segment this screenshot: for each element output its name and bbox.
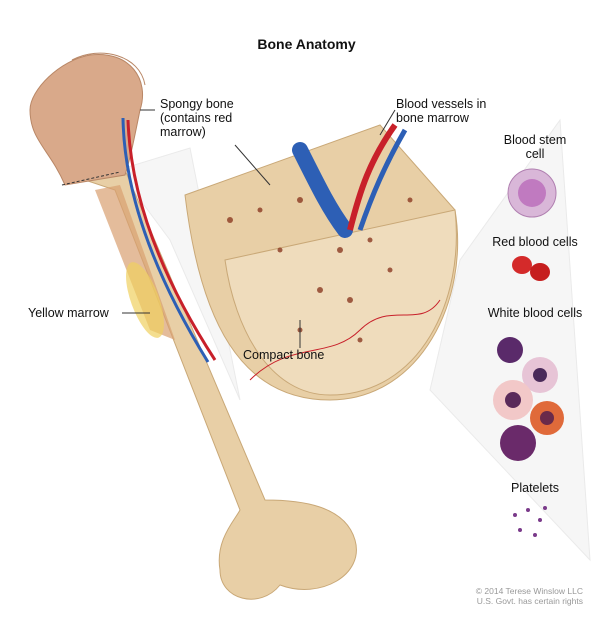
white-blood-cells-image — [493, 337, 564, 461]
red-blood-cells-image — [512, 256, 550, 281]
label-platelets: Platelets — [511, 481, 559, 495]
label-line: Spongy bone — [160, 97, 234, 111]
label-yellow-marrow: Yellow marrow — [28, 306, 109, 320]
label-line: Blood stem — [503, 133, 567, 147]
label-line: bone marrow — [396, 111, 469, 125]
label-line: (contains red — [160, 111, 233, 125]
label-blood-stem-cell: Blood stem cell — [485, 133, 585, 161]
leader-lines — [122, 109, 396, 348]
copyright-line: U.S. Govt. has certain rights — [476, 596, 583, 606]
label-spongy-bone: Spongy bone (contains red marrow) — [160, 97, 234, 139]
label-line: Blood vessels in — [396, 97, 487, 111]
label-red-blood-cells: Red blood cells — [492, 235, 578, 249]
copyright-notice: © 2014 Terese Winslow LLC U.S. Govt. has… — [476, 586, 583, 606]
label-blood-vessels: Blood vessels in bone marrow — [396, 97, 486, 125]
platelets-image — [513, 506, 547, 537]
blood-stem-cell-image — [507, 168, 557, 218]
label-white-blood-cells: White blood cells — [487, 306, 583, 320]
diagram-title: Bone Anatomy — [257, 36, 356, 52]
label-line: marrow) — [160, 125, 206, 139]
copyright-line: © 2014 Terese Winslow LLC — [475, 586, 583, 596]
label-line: cell — [525, 147, 545, 161]
femur-bone — [29, 52, 357, 600]
label-compact-bone: Compact bone — [243, 348, 325, 362]
bone-cross-section — [184, 123, 459, 401]
